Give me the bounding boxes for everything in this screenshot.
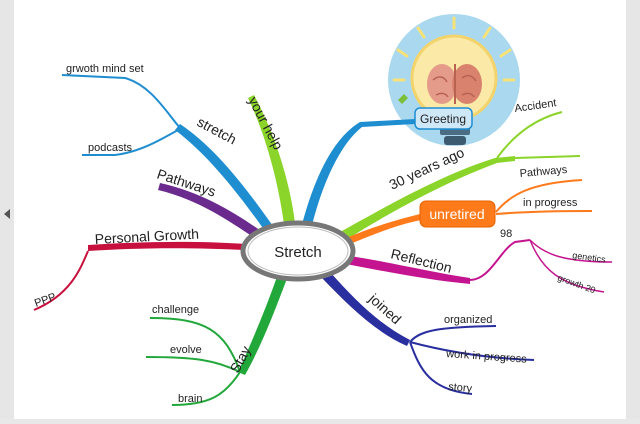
branch-30-years-ago (340, 156, 515, 240)
branch-stay (238, 274, 288, 375)
subtopic-organized[interactable]: organized (444, 314, 492, 326)
subtopic-in-progress[interactable]: in progress (523, 197, 578, 209)
greeting-node[interactable]: Greeting (414, 107, 473, 130)
central-topic[interactable]: Stretch (240, 220, 356, 282)
unretired-label: unretired (429, 206, 484, 222)
subtopic-work-in-progress[interactable]: work in progress (445, 348, 528, 366)
subtopic-challenge[interactable]: challenge (152, 304, 199, 316)
subtopic-genetics[interactable]: genetics (572, 250, 607, 265)
subtopic-podcasts[interactable]: podcasts (88, 142, 133, 154)
branch-your-help (248, 95, 296, 232)
edge-brain (171, 371, 241, 406)
edge-story (409, 341, 473, 395)
central-topic-label: Stretch (274, 244, 322, 261)
branch-personal-growth (88, 241, 246, 251)
edge-challenge (149, 317, 241, 373)
subtopic-accident[interactable]: Accident (514, 97, 557, 115)
subtopic-98[interactable]: 98 (500, 228, 512, 240)
subtopic-grwoth-mind-set[interactable]: grwoth mind set (66, 63, 144, 75)
edge-organized (409, 325, 497, 343)
greeting-label: Greeting (420, 112, 466, 126)
edge-pathways-2 (495, 179, 583, 213)
edge-in-progress (495, 210, 593, 215)
triangle-left-icon[interactable] (4, 209, 10, 219)
branch-unretired (346, 214, 421, 244)
branch-label-personal-growth[interactable]: Personal Growth (94, 226, 199, 247)
subtopic-pathways[interactable]: Pathways (519, 164, 568, 180)
edge-30-years-tail (514, 155, 581, 159)
edge-ppp (33, 250, 89, 311)
branch-stretch (175, 124, 280, 238)
edge-evolve (145, 356, 241, 373)
subtopic-story[interactable]: story (448, 381, 473, 395)
subtopic-brain[interactable]: brain (178, 393, 202, 405)
edge-work-in-progress (409, 341, 535, 361)
subtopic-evolve[interactable]: evolve (170, 344, 202, 356)
branch-pathways (158, 183, 264, 240)
edge-genetics (529, 239, 613, 263)
edge-98 (469, 239, 531, 281)
branch-joined (322, 272, 410, 346)
edge-podcasts (82, 129, 179, 156)
edge-accident (496, 111, 563, 159)
edge-growth-20 (529, 239, 605, 293)
unretired-node[interactable]: unretired (419, 200, 496, 228)
branch-reflection (346, 256, 470, 284)
map-page (14, 0, 626, 419)
edge-grwoth-mind-set (61, 74, 181, 129)
